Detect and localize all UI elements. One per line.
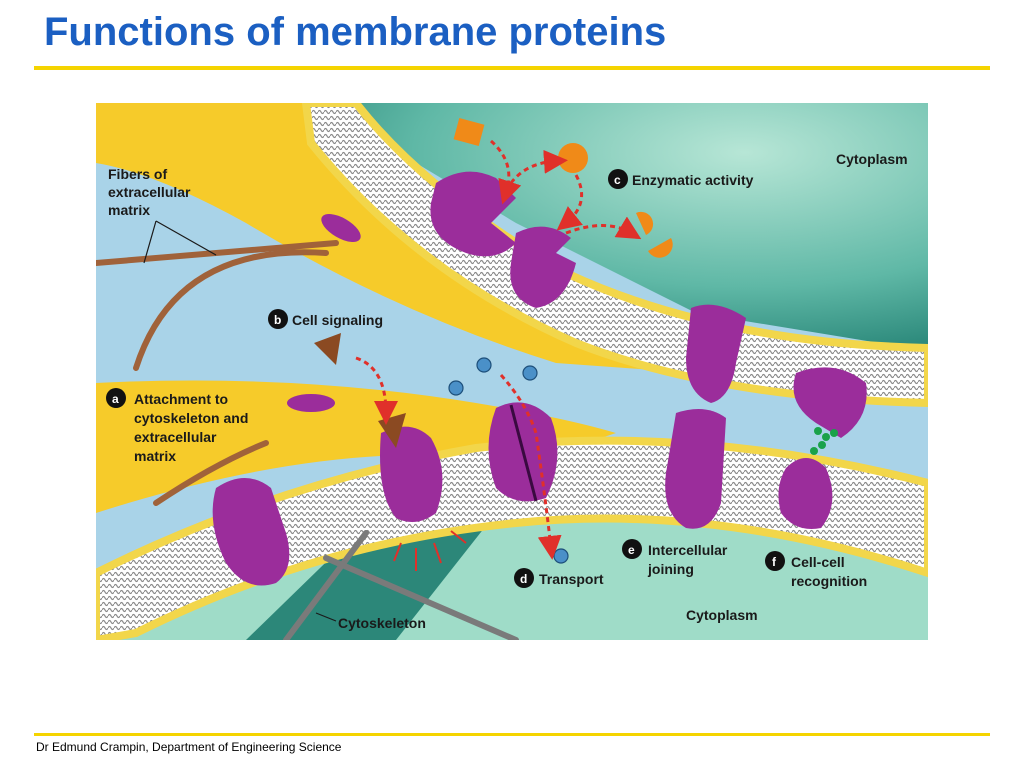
extracellular-fibers (96, 240, 339, 506)
fibers-label: Fibers of extracellular matrix (108, 166, 194, 218)
svg-text:Intercellular joining: Intercellular joining (647, 542, 731, 577)
anchor-protein (212, 478, 290, 586)
membrane-proteins (212, 171, 867, 586)
title-divider (34, 66, 990, 70)
svg-text:d: d (520, 572, 527, 586)
svg-text:Enzymatic activity: Enzymatic activity (632, 172, 754, 188)
function-d: d Transport (514, 568, 604, 588)
signal-molecule-free (314, 333, 341, 365)
transport-ions (448, 357, 569, 564)
function-c: c Enzymatic activity (608, 169, 754, 189)
lower-cell-surface (96, 380, 616, 513)
svg-text:Transport: Transport (539, 571, 604, 587)
ecm-protein-lens-2 (287, 394, 335, 412)
recognition-protein-upper (793, 367, 867, 438)
function-e: e Intercellular joining (622, 539, 731, 577)
ecm-protein-lens (321, 214, 361, 242)
cytoplasm-top-label: Cytoplasm (836, 151, 908, 167)
svg-text:Cell-cell recognition: Cell-cell recognition (791, 554, 867, 589)
svg-text:Attachment to cytoskelet: Attachment to cytoskeleton and extracell… (134, 391, 252, 464)
membrane-protein-diagram: Fibers of extracellular matrix Cytoplasm… (96, 103, 928, 640)
product-half-2 (648, 238, 673, 258)
function-f: f Cell-cell recognition (765, 551, 867, 589)
svg-text:Cell signaling: Cell signaling (292, 312, 383, 328)
page-title: Functions of membrane proteins (44, 10, 667, 54)
svg-text:e: e (628, 543, 635, 557)
process-arrows (355, 139, 642, 560)
upper-cell-surface (96, 103, 696, 373)
recognition-protein-lower (778, 458, 833, 529)
cytoskeleton-label: Cytoskeleton (338, 615, 426, 631)
svg-text:c: c (614, 173, 621, 187)
carbohydrate-chain (810, 427, 838, 455)
cytoskeleton-fibers (283, 530, 519, 640)
cytoplasm-bottom-label: Cytoplasm (686, 607, 758, 623)
footer-divider (34, 733, 990, 736)
product-circle (558, 143, 588, 173)
cytoskeleton-pointer (315, 612, 337, 622)
fibers-pointer-lines (143, 220, 217, 264)
function-b: b Cell signaling (268, 309, 383, 329)
junction-protein-lower (665, 409, 726, 529)
svg-text:b: b (274, 313, 281, 327)
function-a: a Attachment to cytoskeleton and extrace… (106, 388, 252, 464)
svg-text:f: f (772, 555, 777, 569)
signal-receptor (380, 426, 443, 522)
svg-text:a: a (112, 392, 119, 406)
enzyme-protein-2 (510, 226, 576, 308)
enzyme-protein-1 (430, 171, 516, 257)
footer-credit: Dr Edmund Crampin, Department of Enginee… (36, 740, 342, 754)
activation-spikes (393, 530, 467, 571)
transport-channel-pore (509, 404, 538, 502)
substrate-square (453, 118, 485, 146)
junction-protein-upper (686, 304, 746, 403)
